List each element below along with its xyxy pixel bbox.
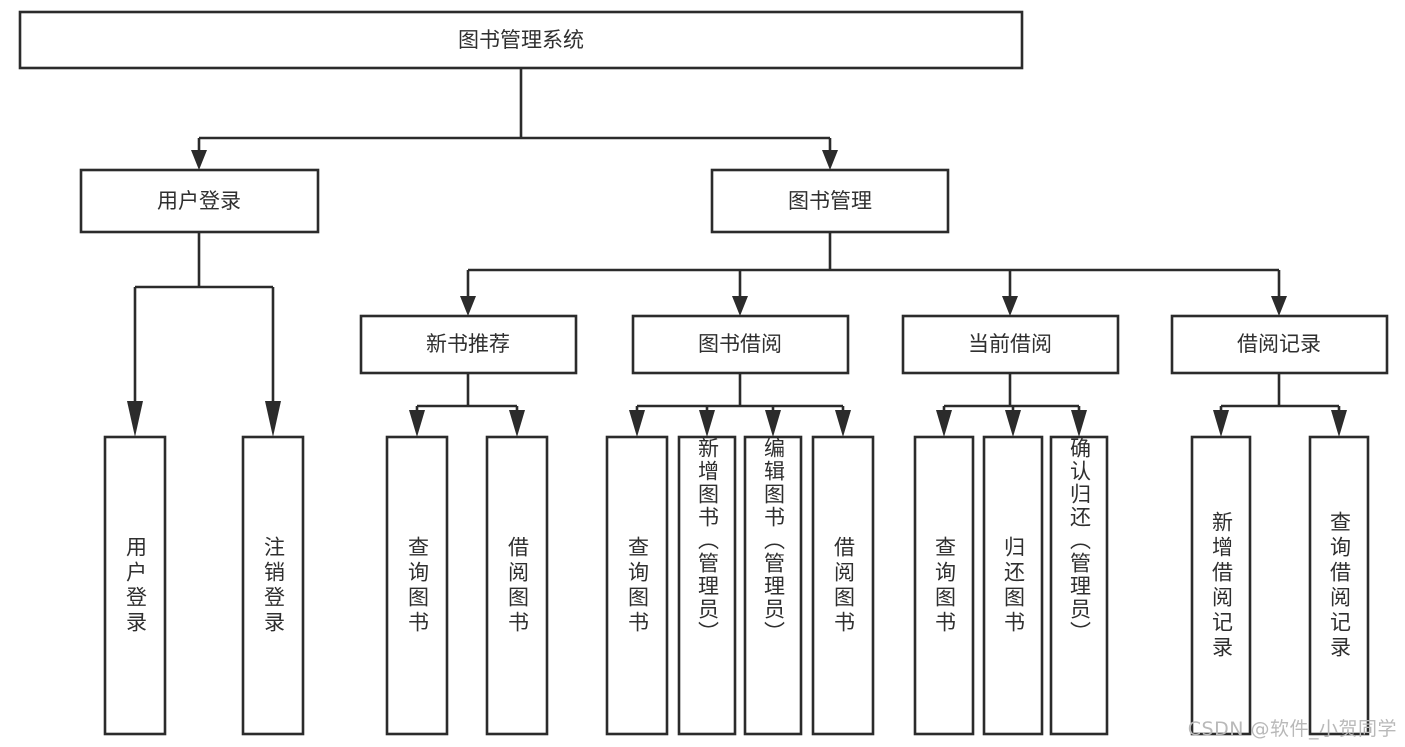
csdn-watermark: CSDN @软件_小贺同学 xyxy=(1187,718,1397,740)
node-book-management[interactable]: 图书管理 xyxy=(710,168,950,234)
leaf-return-book-rect[interactable] xyxy=(982,435,1044,736)
node-root-rect[interactable] xyxy=(18,10,1024,70)
leaf-borrow-book-2-rect[interactable] xyxy=(811,435,875,736)
leaf-user-login-rect[interactable] xyxy=(103,435,167,736)
node-book-borrow-rect[interactable] xyxy=(631,314,850,375)
arrow-head-leaf-user-login xyxy=(127,401,143,437)
arrow-head-current xyxy=(1002,296,1018,316)
leaf-rect-group xyxy=(103,435,1370,736)
arrow-head-confirm-return xyxy=(1071,410,1087,437)
arrow-head-query-record xyxy=(1331,410,1347,437)
node-current-borrow-label: 当前借阅 xyxy=(968,332,1052,356)
node-current-borrow[interactable]: 当前借阅 xyxy=(901,314,1120,375)
node-current-borrow-rect[interactable] xyxy=(901,314,1120,375)
arrow-head-borrow-book-2 xyxy=(835,410,851,437)
node-user-login-rect[interactable] xyxy=(79,168,320,234)
arrow-head-return-book xyxy=(1005,410,1021,437)
leaf-add-record-rect[interactable] xyxy=(1190,435,1252,736)
node-book-borrow-label: 图书借阅 xyxy=(698,332,782,356)
arrow-head-borrow xyxy=(732,296,748,316)
node-book-borrow[interactable]: 图书借阅 xyxy=(631,314,850,375)
connector-group-book-mgmt-to-level3 xyxy=(460,232,1287,316)
leaf-add-book-rect[interactable] xyxy=(677,435,737,736)
leaf-query-book-2-rect[interactable] xyxy=(605,435,669,736)
node-borrow-record-rect[interactable] xyxy=(1170,314,1389,375)
node-book-management-label: 图书管理 xyxy=(788,189,872,213)
leaf-query-book-1-rect[interactable] xyxy=(385,435,449,736)
node-new-book-recommend-label: 新书推荐 xyxy=(426,332,510,356)
node-borrow-record[interactable]: 借阅记录 xyxy=(1170,314,1389,375)
arrow-head-edit-book xyxy=(765,410,781,437)
arrow-head-add-record xyxy=(1213,410,1229,437)
leaf-confirm-return-rect[interactable] xyxy=(1049,435,1109,736)
node-root-label: 图书管理系统 xyxy=(458,28,584,52)
connector-group-borrow-to-leaves xyxy=(629,373,851,437)
leaf-query-book-3-rect[interactable] xyxy=(913,435,975,736)
connector-group-current-to-leaves xyxy=(936,373,1087,437)
connector-group-record-to-leaves xyxy=(1213,373,1347,437)
leaf-borrow-book-1-rect[interactable] xyxy=(485,435,549,736)
connector-group-root-to-level2 xyxy=(191,68,838,170)
node-user-login[interactable]: 用户登录 xyxy=(79,168,320,234)
connector-group-new-book-to-leaves xyxy=(409,373,525,437)
node-new-book-recommend[interactable]: 新书推荐 xyxy=(359,314,578,375)
node-user-login-label: 用户登录 xyxy=(157,189,241,213)
arrow-head-query-book-1 xyxy=(409,410,425,437)
node-borrow-record-label: 借阅记录 xyxy=(1237,332,1321,356)
leaf-edit-book-rect[interactable] xyxy=(743,435,803,736)
arrow-head-query-book-2 xyxy=(629,410,645,437)
arrow-head-add-book xyxy=(699,410,715,437)
connector-group-user-login-to-leaves xyxy=(127,232,281,437)
node-root[interactable]: 图书管理系统 xyxy=(18,10,1024,70)
arrow-head-record xyxy=(1271,296,1287,316)
arrow-head-book-mgmt xyxy=(822,150,838,170)
node-book-management-rect[interactable] xyxy=(710,168,950,234)
arrow-head-query-book-3 xyxy=(936,410,952,437)
leaf-query-record-rect[interactable] xyxy=(1308,435,1370,736)
arrow-head-new-book xyxy=(460,296,476,316)
arrow-head-leaf-logout xyxy=(265,401,281,437)
arrow-head-user-login xyxy=(191,150,207,170)
leaf-logout-rect[interactable] xyxy=(241,435,305,736)
arrow-head-borrow-book-1 xyxy=(509,410,525,437)
node-new-book-recommend-rect[interactable] xyxy=(359,314,578,375)
